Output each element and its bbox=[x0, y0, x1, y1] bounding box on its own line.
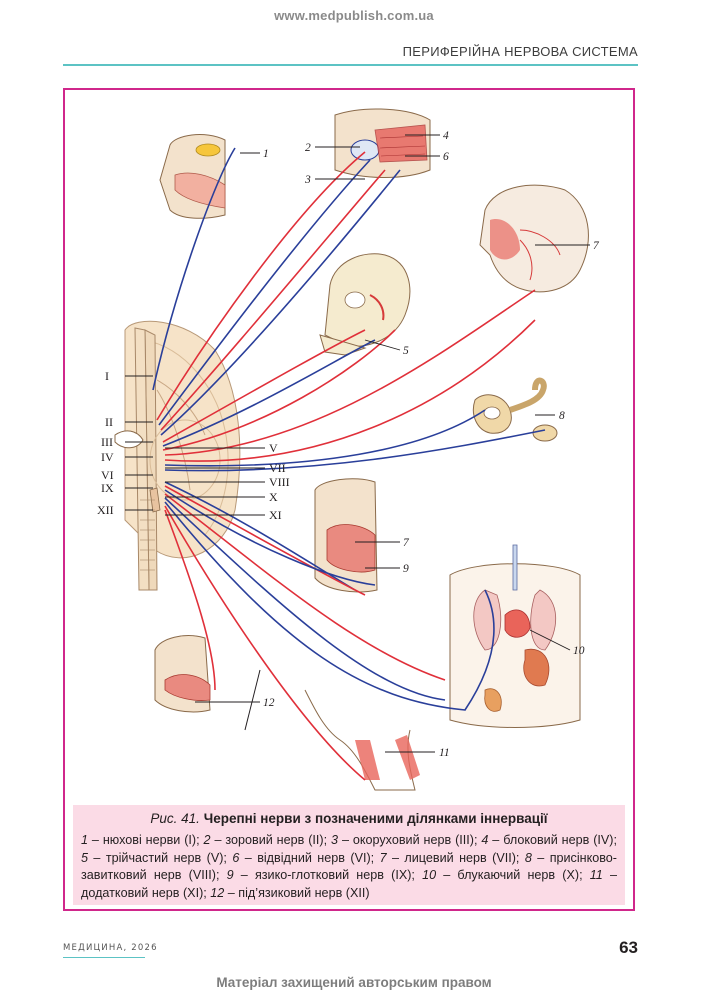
label-number-6: 6 bbox=[443, 151, 449, 163]
legend-item: 8 – присінково-завит­ковий нерв (VIII); bbox=[81, 850, 618, 883]
label-number-7-upper: 7 bbox=[593, 240, 600, 252]
hypoglossal-region-illustration bbox=[154, 635, 261, 731]
label-roman-III: III bbox=[101, 435, 113, 449]
pharynx-region-illustration bbox=[314, 478, 378, 593]
label-roman-XI: XI bbox=[269, 508, 282, 522]
legend-item: 6 – відвідний нерв (VI); bbox=[232, 850, 380, 865]
copyright-notice: Матеріал захищений авторським правом bbox=[216, 975, 492, 990]
label-number-4: 4 bbox=[443, 130, 449, 142]
label-number-8: 8 bbox=[559, 410, 565, 422]
legend-item: 1 – нюхові нерви (I); bbox=[81, 833, 204, 847]
label-number-9: 9 bbox=[403, 563, 409, 575]
label-roman-VIII: VIII bbox=[269, 475, 290, 489]
figure-legend: 1 – нюхові нерви (I); 2 – зоровий нерв (… bbox=[81, 832, 617, 902]
legend-item: 4 – блоковий нерв (IV); bbox=[481, 833, 617, 847]
nerve-fibers bbox=[152, 147, 546, 781]
footer-rule bbox=[63, 957, 145, 958]
cranial-nerves-illustration: I II III IV V VI VII VIII IX X XI XII 1 … bbox=[97, 108, 600, 791]
figure-caption: Рис. 41. Черепні нерви з позначеними діл… bbox=[73, 805, 625, 905]
figure-frame: I II III IV V VI VII VIII IX X XI XII 1 … bbox=[63, 88, 635, 911]
orbit-region-illustration bbox=[334, 108, 431, 178]
legend-item: 10 – блукаючий нерв (X); bbox=[422, 868, 590, 882]
label-number-11: 11 bbox=[439, 747, 450, 759]
label-roman-V: V bbox=[269, 441, 278, 455]
legend-item: 9 – язико-глотковий нерв (IX); bbox=[226, 868, 423, 882]
legend-item: 2 – зоровий нерв (II); bbox=[203, 833, 332, 847]
label-roman-VII: VII bbox=[269, 461, 286, 475]
leader-lines bbox=[125, 134, 590, 753]
label-roman-IV: IV bbox=[101, 450, 114, 464]
publisher-footer: МЕДИЦИНА, 2026 bbox=[63, 943, 158, 953]
accessory-region-illustration bbox=[304, 689, 420, 791]
label-number-1: 1 bbox=[263, 148, 269, 160]
facial-region-illustration bbox=[479, 184, 589, 293]
label-number-12: 12 bbox=[263, 697, 275, 709]
label-number-7-lower: 7 bbox=[403, 537, 410, 549]
trigeminal-region-illustration bbox=[319, 253, 411, 356]
olfactory-region-illustration bbox=[159, 134, 226, 219]
label-number-3: 3 bbox=[304, 174, 311, 186]
brainstem-illustration bbox=[114, 320, 241, 591]
legend-item: 12 – під’язиковий нерв (XII) bbox=[210, 885, 370, 900]
label-roman-I: I bbox=[105, 369, 109, 383]
label-roman-IX: IX bbox=[101, 481, 114, 495]
vagus-region-illustration bbox=[449, 544, 581, 728]
label-roman-XII: XII bbox=[97, 503, 114, 517]
label-number-5: 5 bbox=[403, 345, 409, 357]
legend-item: 5 – трійчастий нерв (V); bbox=[81, 850, 233, 865]
site-url[interactable]: www.medpublish.com.ua bbox=[274, 8, 434, 23]
label-roman-VI: VI bbox=[101, 468, 114, 482]
figure-title: Черепні нерви з позначеними ділянками ін… bbox=[203, 811, 548, 826]
header-rule bbox=[63, 64, 638, 66]
vestibular-region-illustration bbox=[472, 377, 558, 442]
label-number-10: 10 bbox=[573, 645, 585, 657]
label-roman-II: II bbox=[105, 415, 113, 429]
label-roman-X: X bbox=[269, 490, 278, 504]
caption-heading: Рис. 41. Черепні нерви з позначеними діл… bbox=[81, 811, 617, 826]
running-head: ПЕРИФЕРІЙНА НЕРВОВА СИСТЕМА bbox=[402, 44, 638, 59]
legend-item: 7 – лицевий нерв (VII); bbox=[379, 850, 525, 865]
page-number: 63 bbox=[619, 938, 638, 957]
label-number-2: 2 bbox=[305, 142, 311, 154]
legend-item: 11 – додатковий нерв (XI); bbox=[81, 868, 617, 900]
figure-number: Рис. 41. bbox=[150, 811, 200, 826]
legend-item: 3 – окоруховий нерв (III); bbox=[331, 833, 482, 847]
